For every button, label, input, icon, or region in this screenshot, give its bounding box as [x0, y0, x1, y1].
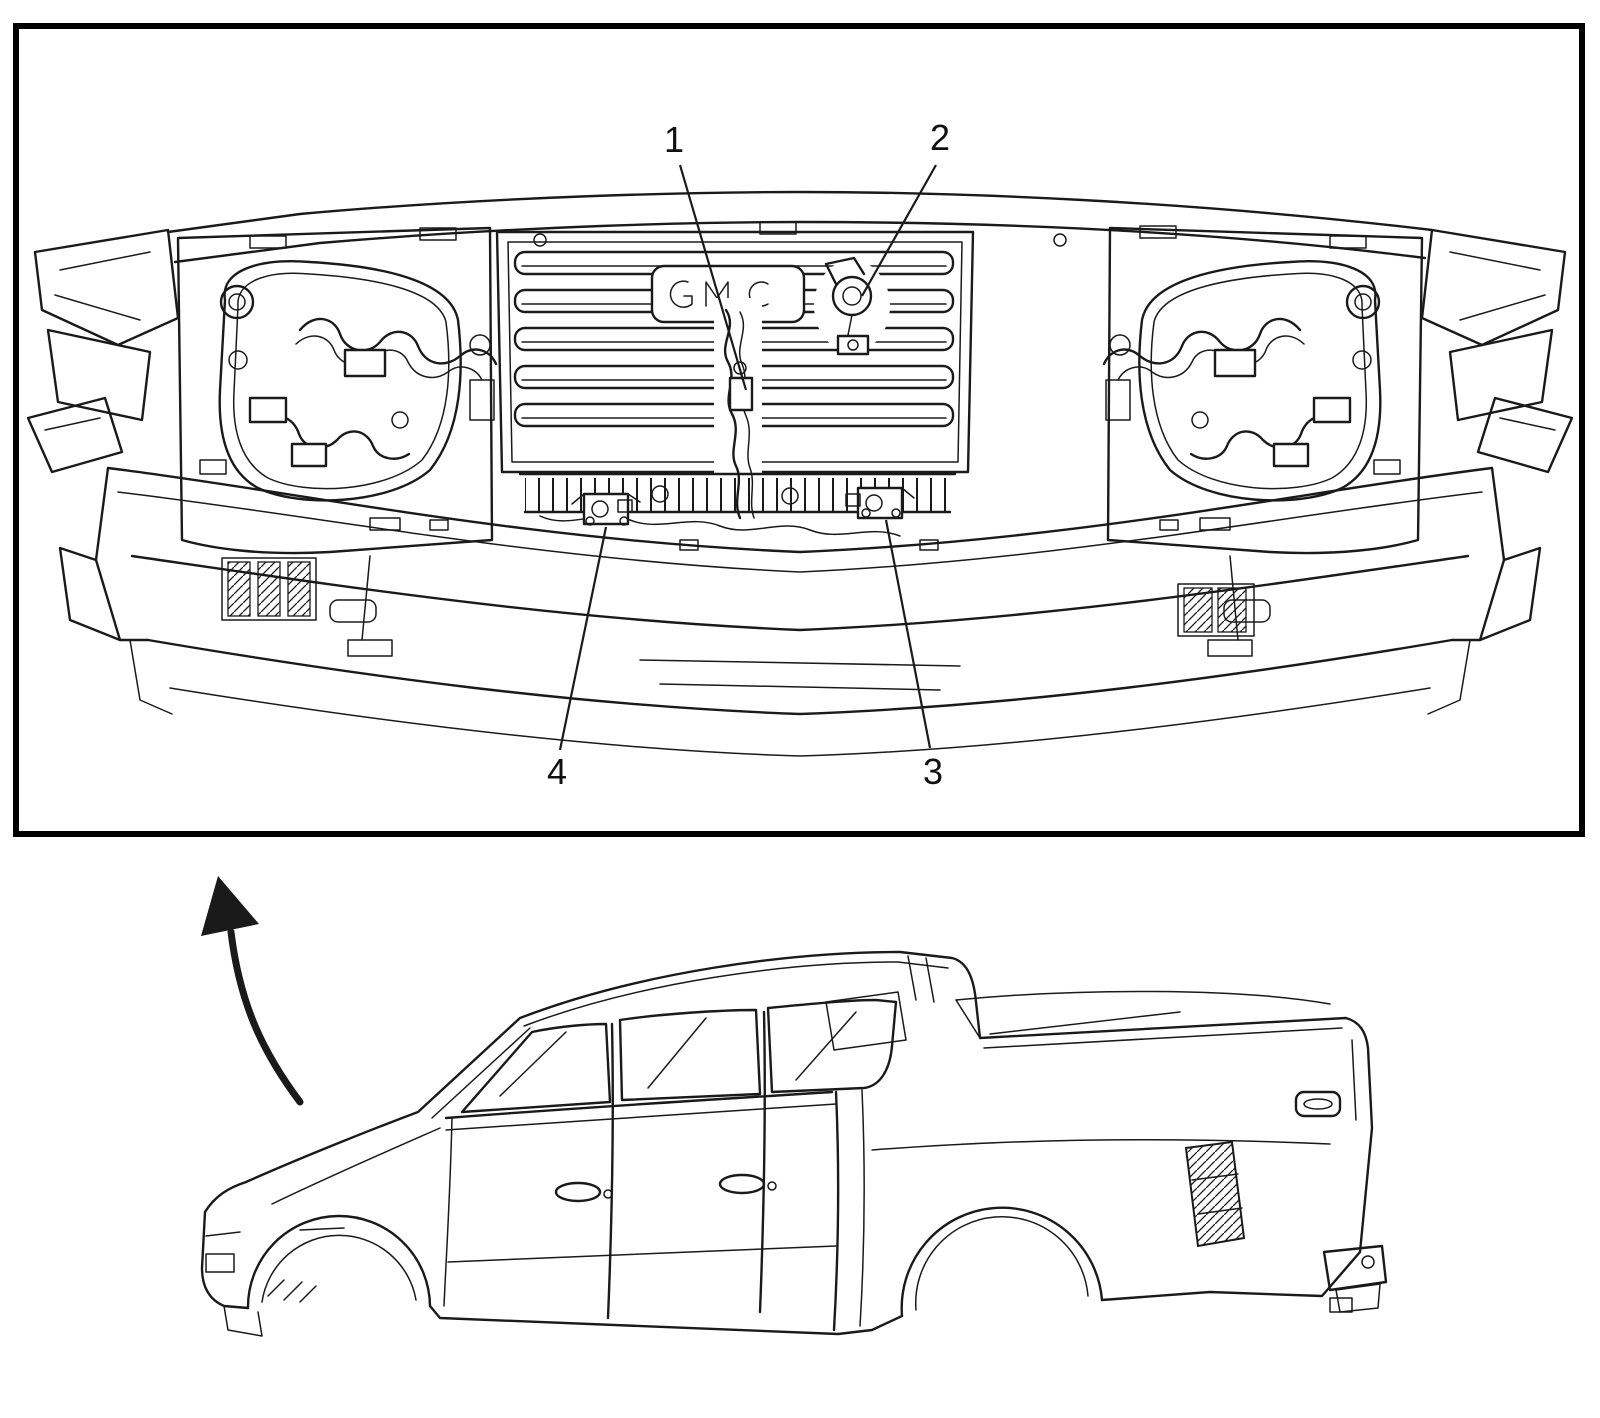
callout-2-label: 2 [930, 117, 950, 158]
right-bumper-hatch-detail [1177, 583, 1255, 637]
rear-bumper [1322, 1244, 1388, 1313]
right-wiring-harness [1102, 317, 1337, 460]
bumper-fascia [58, 466, 1542, 757]
leader-line-3 [884, 519, 932, 749]
truck-body-illustration [200, 950, 1388, 1337]
horn-assembly [814, 256, 890, 356]
left-frame-horn [26, 228, 180, 474]
leader-line-1 [678, 164, 748, 391]
left-wiring-harness [263, 317, 498, 460]
cab-rear-window [825, 955, 935, 1051]
leader-line-2 [861, 164, 937, 297]
panel-border [13, 23, 1585, 837]
vehicle-overview [200, 876, 1388, 1337]
leader-line-4 [558, 526, 608, 751]
right-headlamp-panel [1102, 226, 1424, 555]
tail-lamp [1184, 1140, 1246, 1248]
right-impact-sensor [845, 486, 915, 520]
front-end-details [205, 1227, 417, 1337]
callout-1-label: 1 [664, 119, 684, 160]
window-openings [460, 998, 898, 1114]
arrow-head [201, 876, 259, 936]
upper-cross-member [166, 190, 1434, 264]
callout-4-label: 4 [547, 751, 567, 792]
left-bumper-hatch-detail [221, 557, 317, 621]
door-handles [554, 1173, 777, 1203]
front-end-illustration [26, 190, 1574, 757]
callout-3-label: 3 [923, 751, 943, 792]
right-frame-horn [1420, 228, 1574, 474]
left-headlamp-panel [176, 226, 498, 555]
front-end-detail-panel: 1 2 3 4 [13, 23, 1585, 837]
callouts: 1 2 3 4 [547, 117, 950, 792]
pickup-bed [871, 990, 1357, 1311]
arrow-shaft [227, 928, 304, 1106]
direction-arrow [201, 876, 304, 1106]
left-impact-sensor [571, 492, 641, 526]
grille-emblem [650, 264, 806, 324]
